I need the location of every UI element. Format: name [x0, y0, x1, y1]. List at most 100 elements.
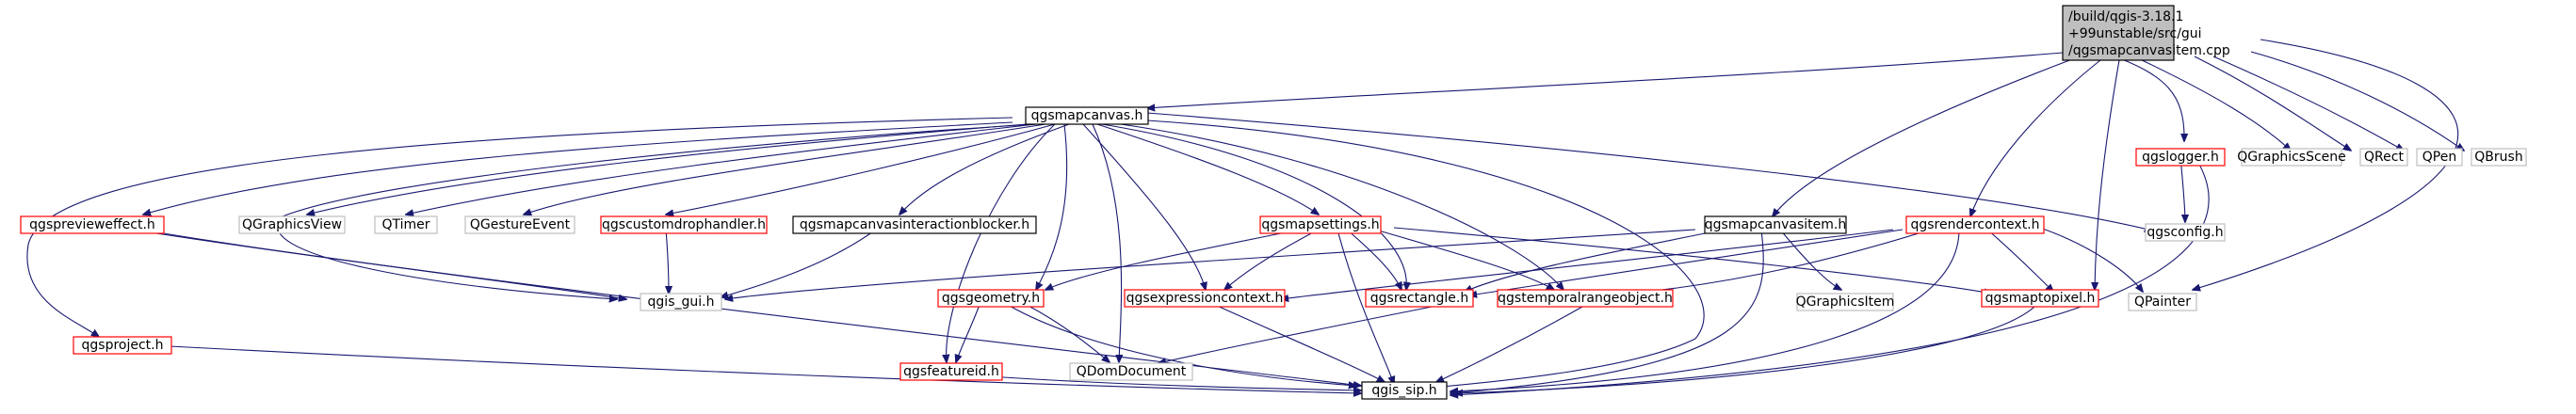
edge-mapcanvas-qgisgui	[277, 123, 1037, 299]
edge-mapsettings-exprctx	[1224, 229, 1320, 290]
edge-rendercontext-maptopixel	[1986, 229, 2053, 292]
edge-root-qbrush	[2250, 51, 2464, 151]
node-label: qgsgeometry.h	[942, 291, 1040, 306]
edge-mapcanvas-qgissip	[1146, 119, 1705, 390]
edge-mapcanvas-featureid	[947, 123, 1056, 362]
edge-root-mapcanvasitem	[1773, 58, 2073, 216]
node-label: QRect	[2364, 150, 2404, 165]
node-qbrush[interactable]: QBrush	[2471, 148, 2527, 167]
node-label: qgsmapsettings.h	[1261, 217, 1379, 232]
node-label: qgstemporalrangeobject.h	[1498, 291, 1673, 306]
node-label: qgscustomdrophandler.h	[602, 217, 766, 232]
node-qdomdocument[interactable]: QDomDocument	[1069, 362, 1193, 381]
edge-mapcanvasitem-rectangle	[1465, 229, 1725, 292]
edge-customdrop-qgisgui	[666, 229, 669, 294]
node-label: QGraphicsItem	[1796, 295, 1895, 310]
node-qgsmapcanvasinteractionblocker-h[interactable]: qgsmapcanvasinteractionblocker.h	[792, 215, 1037, 234]
node-label: qgsrectangle.h	[1370, 291, 1468, 306]
node-label: qgsmapcanvasitem.h	[1705, 217, 1846, 232]
edge-mapcanvas-gview	[307, 123, 1028, 215]
node-qtimer[interactable]: QTimer	[374, 215, 438, 234]
edge-preview-qgisgui	[140, 229, 626, 299]
node-qpen[interactable]: QPen	[2416, 148, 2463, 167]
edge-root-qpen	[2212, 56, 2404, 151]
node-label: qgsmapcanvasinteractionblocker.h	[800, 217, 1029, 232]
node-qgsexpressioncontext-h[interactable]: qgsexpressioncontext.h	[1124, 289, 1286, 308]
nodes: /build/qgis-3.18.1 +99unstable/src/gui /…	[20, 5, 2527, 400]
edge-rendercontext-temporal	[1629, 229, 1932, 294]
node-qgsfeatureid-h[interactable]: qgsfeatureid.h	[899, 362, 1003, 381]
node-label: QTimer	[381, 217, 429, 232]
edge-rectangle-domdoc	[1158, 306, 1433, 363]
node-label: qgsexpressioncontext.h	[1126, 291, 1284, 306]
node-qgsgeometry-h[interactable]: qgsgeometry.h	[937, 289, 1045, 308]
edge-root-maptopixel	[2095, 59, 2120, 290]
edge-mapcanvas-exprctx	[1082, 123, 1206, 290]
edge-root-logger	[2109, 54, 2184, 141]
edge-mapsettings-rectangle	[1346, 229, 1401, 290]
node-qgsmapcanvasitem-h[interactable]: qgsmapcanvasitem.h	[1704, 215, 1847, 234]
node-qgis-gui-h[interactable]: qgis_gui.h	[640, 293, 722, 311]
edge-exprctx-qgissip	[1214, 304, 1385, 382]
node-label: QDomDocument	[1077, 364, 1187, 379]
edge-root-qpainter	[2193, 39, 2459, 290]
edge-mapcanvas-preview	[143, 121, 1013, 215]
edge-mapcanvas-qtimer	[406, 123, 1037, 215]
node-qgraphicsview[interactable]: QGraphicsView	[238, 215, 346, 234]
edge-root-gscene	[2137, 57, 2291, 151]
node-qgstemporalrangeobject-h[interactable]: qgstemporalrangeobject.h	[1497, 289, 1674, 308]
edge-logger-qgissip	[1450, 155, 2210, 395]
edge-mapcanvas-qgsconfig	[1146, 112, 2152, 231]
edge-mapsettings-temporal	[1374, 229, 1554, 290]
node-label: QBrush	[2474, 150, 2522, 165]
node-qgraphicsscene[interactable]: QGraphicsScene	[2237, 148, 2346, 167]
edge-mapcanvas-geometry	[1036, 123, 1068, 290]
node-label: qgsmaptopixel.h	[1985, 291, 2096, 306]
edge-maptopixel-qgissip	[1455, 306, 2035, 393]
edge-mapsettings-maptopixel	[1393, 227, 1992, 294]
node-qgis-sip-h[interactable]: qgis_sip.h	[1361, 381, 1448, 400]
node-qgsmapsettings-h[interactable]: qgsmapsettings.h	[1259, 215, 1382, 234]
node-label: qgspreviewеffect.h	[29, 217, 155, 232]
edge-mapcanvas-temporal	[1120, 123, 1563, 290]
node-label: QGestureEvent	[470, 217, 571, 232]
node-label: qgslogger.h	[2142, 150, 2219, 165]
node-label: QGraphicsView	[242, 217, 342, 232]
edge-project-qgissip	[169, 345, 1361, 393]
node-label: QPainter	[2134, 295, 2191, 310]
node-label: /build/qgis-3.18.1	[2068, 9, 2183, 24]
edges	[26, 39, 2464, 395]
node-qgestureevent[interactable]: QGestureEvent	[464, 215, 575, 234]
edge-mapcanvas-domdoc	[1092, 123, 1122, 362]
edge-blocker-qgisgui	[721, 229, 877, 297]
node-qgsmapcanvasitem-cpp[interactable]: /build/qgis-3.18.1 +99unstable/src/gui /…	[2062, 5, 2230, 61]
edge-mapcanvas-blocker	[899, 123, 1070, 215]
node-qgspreviewеffect-h[interactable]: qgspreviewеffect.h	[20, 215, 165, 234]
node-label: qgis_sip.h	[1371, 383, 1436, 398]
edge-mapcanvasitem-gitem	[1779, 229, 1841, 290]
edge-mapcanvas-rectangle	[1101, 123, 1406, 290]
edge-mapcanvas-project	[26, 117, 1013, 337]
edge-mapcanvasitem-qgisgui	[725, 229, 1696, 299]
edge-root-mapcanvas	[1147, 52, 2064, 108]
node-qgscustomdrophandler-h[interactable]: qgscustomdrophandler.h	[600, 215, 768, 234]
edge-preview-qgissip	[131, 229, 1361, 386]
node-label: qgsconfig.h	[2147, 225, 2223, 240]
node-qgsconfig-h[interactable]: qgsconfig.h	[2145, 223, 2226, 242]
node-qrect[interactable]: QRect	[2359, 148, 2408, 167]
node-qgsproject-h[interactable]: qgsproject.h	[73, 336, 172, 355]
node-qgraphicsitem[interactable]: QGraphicsItem	[1796, 293, 1895, 311]
node-qgsmaptopixel-h[interactable]: qgsmaptopixel.h	[1981, 289, 2099, 308]
edge-rendercontext-exprctx	[1281, 229, 1894, 299]
edge-featureid-qgissip	[988, 375, 1361, 390]
node-label: +99unstable/src/gui	[2068, 26, 2202, 41]
node-qgslogger-h[interactable]: qgslogger.h	[2135, 148, 2226, 167]
node-qgsrendercontext-h[interactable]: qgsrendercontext.h	[1905, 215, 2045, 234]
node-qgsmapcanvas-h[interactable]: qgsmapcanvas.h	[1025, 106, 1149, 125]
node-qpainter[interactable]: QPainter	[2128, 293, 2197, 311]
node-qgsrectangle-h[interactable]: qgsrectangle.h	[1365, 289, 1474, 308]
edge-mapsettings-geometry	[1045, 229, 1301, 290]
node-label: qgsmapcanvas.h	[1031, 108, 1143, 123]
node-label: QGraphicsScene	[2237, 150, 2346, 165]
edge-root-rendercontext	[1970, 59, 2101, 216]
